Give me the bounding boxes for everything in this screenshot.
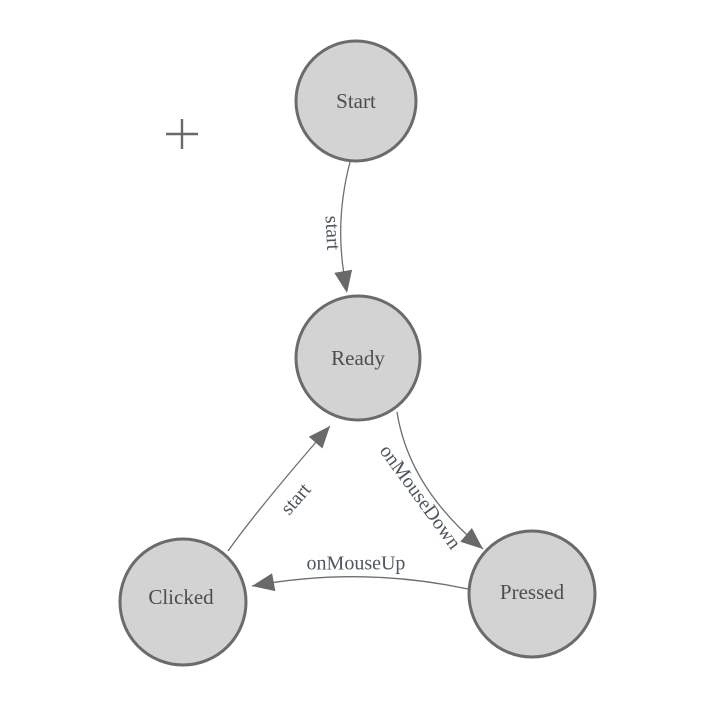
edge-label-onmouseup: onMouseUp <box>307 553 406 575</box>
edge-label-start-top: start <box>321 215 345 251</box>
state-circle[interactable] <box>118 537 248 667</box>
arrowhead-icon <box>252 573 276 592</box>
edge-line[interactable] <box>396 411 484 550</box>
state-label: Clicked <box>148 585 214 609</box>
state-label: Start <box>336 89 376 113</box>
state-node-clicked[interactable]: Clicked <box>118 537 248 667</box>
arrowhead-icon <box>460 528 483 549</box>
state-label: Pressed <box>500 580 565 604</box>
state-node-pressed[interactable]: Pressed <box>467 529 597 659</box>
state-circle[interactable] <box>294 294 422 422</box>
edge-line[interactable] <box>251 576 469 590</box>
arrowhead-icon <box>308 426 330 449</box>
edge-clicked-to-ready[interactable]: start <box>227 425 331 552</box>
state-node-start[interactable]: Start <box>294 39 418 163</box>
crosshair-icon <box>166 119 198 149</box>
state-circle[interactable] <box>467 529 597 659</box>
edge-start-to-ready[interactable]: start <box>321 161 353 293</box>
edge-line[interactable] <box>227 425 331 552</box>
state-node-ready[interactable]: Ready <box>294 294 422 422</box>
arrowhead-icon <box>334 269 353 293</box>
edge-label-start-left: start <box>276 479 315 520</box>
state-label: Ready <box>331 346 385 370</box>
edge-label-onmousedown: onMouseDown <box>375 441 465 554</box>
edge-pressed-to-clicked[interactable]: onMouseUp <box>251 553 469 592</box>
edge-ready-to-pressed[interactable]: onMouseDown <box>375 411 484 554</box>
state-circle[interactable] <box>294 39 418 163</box>
